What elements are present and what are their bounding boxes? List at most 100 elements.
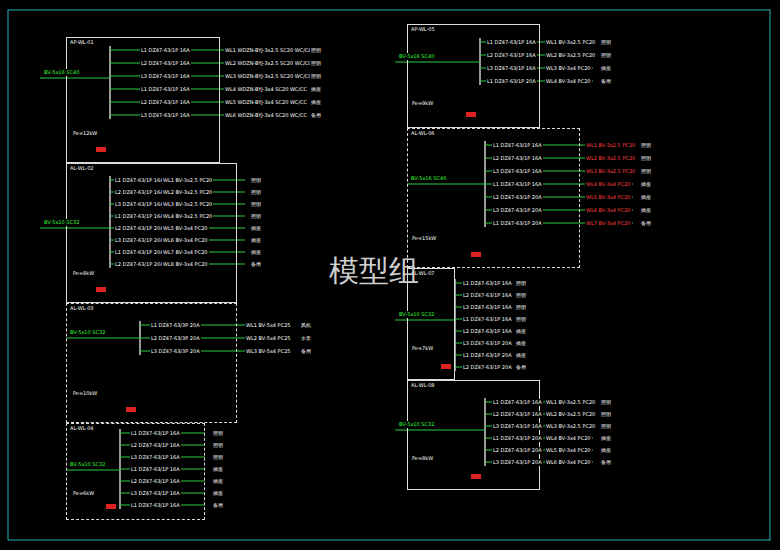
load-label: 照明 xyxy=(250,177,262,184)
panel-heading: AL-WL-06 xyxy=(411,131,435,136)
watermark: 模型组 xyxy=(328,254,420,288)
panel-heading: AL-WL-02 xyxy=(70,166,94,171)
incoming-feeder xyxy=(40,228,110,229)
incoming-feeder xyxy=(40,78,110,79)
breaker-label: L1 DZ47-63/1P 16A xyxy=(486,39,537,46)
breaker-label: L1 DZ47-63/1P 16A xyxy=(140,86,191,93)
feeder-label: BV-5x16 SC40 xyxy=(410,175,447,182)
load-label: 照明 xyxy=(640,168,652,175)
load-label: 照明 xyxy=(600,39,612,46)
load-label: 照明 xyxy=(515,304,527,311)
breaker-label: L1 DZ47-63/1P 20A xyxy=(114,249,165,256)
cable-label: WL5 BV-3x4 PC20 xyxy=(545,447,592,454)
cable-label: WL3 BV-3x2.5 PC20 xyxy=(162,201,213,208)
load-label: 插座 xyxy=(250,225,262,232)
cable-label: WL3 WDZN-BYJ-3x2.5 SC20 WC/CC xyxy=(224,73,313,80)
breaker-label: L1 DZ47-63/1P 16A xyxy=(114,177,165,184)
cable-label: WL2 BV-3x2.5 PC20 xyxy=(545,411,596,418)
breaker-label: L2 DZ47-63/1P 16A xyxy=(130,478,181,485)
incoming-feeder xyxy=(66,338,140,339)
breaker-label: L1 DZ47-63/1P 16A xyxy=(130,430,181,437)
breaker-label: L2 DZ47-63/1P 16A xyxy=(140,99,191,106)
breaker-label: L2 DZ47-63/1P 20A xyxy=(462,364,513,371)
cable-label: WL1 BV-3x2.5 PC20 xyxy=(162,177,213,184)
load-label: 水泵 xyxy=(300,335,312,342)
distribution-panel: AL-WL-02 xyxy=(66,163,237,303)
load-label: 照明 xyxy=(515,280,527,287)
cable-label: WL2 BV-3x2.5 PC20 xyxy=(545,52,596,59)
cable-label: WL4 WDZN-BYJ-3x4 SC20 WC/CC xyxy=(224,86,308,93)
breaker-label: L1 DZ47-63/1P 16A xyxy=(140,47,191,54)
cable-label: WL3 BV-5x4 PC25 xyxy=(245,348,292,355)
breaker-label: L1 DZ47-63/1P 16A xyxy=(492,399,543,406)
breaker-label: L2 DZ47-63/1P 20A xyxy=(492,194,543,201)
load-label: 照明 xyxy=(600,52,612,59)
cable-label: WL3 BV-3x2.5 PC20 xyxy=(545,423,596,430)
incoming-feeder xyxy=(395,320,455,321)
breaker-label: L3 DZ47-63/1P 20A xyxy=(114,237,165,244)
cable-label: WL2 BV-3x2.5 PC20 xyxy=(162,189,213,196)
incoming-feeder xyxy=(407,184,485,185)
load-note: Pe=9kW xyxy=(411,100,434,107)
cable-label: WL6 BV-3x4 PC20 xyxy=(545,459,592,466)
load-label: 插座 xyxy=(212,490,224,497)
load-label: 插座 xyxy=(310,99,322,106)
load-label: 插座 xyxy=(212,478,224,485)
load-label: 插座 xyxy=(600,65,612,72)
cable-label: WL2 WDZN-BYJ-3x2.5 SC20 WC/CC xyxy=(224,60,313,67)
breaker-label: L2 DZ47-63/1P 20A xyxy=(114,225,165,232)
load-label: 照明 xyxy=(640,142,652,149)
cable-label: WL4 BV-3x2.5 PC20 xyxy=(162,213,213,220)
load-note: Pe=12kW xyxy=(72,130,98,137)
load-label: 备用 xyxy=(310,112,322,119)
breaker-label: L3 DZ47-63/1P 16A xyxy=(140,112,191,119)
spd-device-symbol xyxy=(471,474,481,479)
busbar xyxy=(484,398,485,466)
feeder-label: BV-5x16 SC40 xyxy=(43,69,80,76)
cable-label: WL3 BV-3x2.5 PC20 xyxy=(585,168,636,175)
cable-label: WL6 BV-3x4 PC20 xyxy=(162,237,209,244)
cable-label: WL3 BV-3x4 PC20 xyxy=(545,65,592,72)
breaker-label: L2 DZ47-63/1P 16A xyxy=(130,442,181,449)
cable-label: WL5 WDZN-BYJ-3x4 SC20 WC/CC xyxy=(224,99,308,106)
cable-label: WL4 BV-3x4 PC20 xyxy=(545,78,592,85)
breaker-label: L1 DZ47-63/1P 20A xyxy=(486,78,537,85)
panel-heading: AL-WL-04 xyxy=(70,426,94,431)
cable-label: WL1 WDZN-BYJ-3x2.5 SC20 WC/CC xyxy=(224,47,313,54)
load-label: 备用 xyxy=(212,502,224,509)
load-note: Pe=8kW xyxy=(411,455,434,462)
load-label: 照明 xyxy=(310,60,322,67)
breaker-label: L1 DZ47-63/1P 16A xyxy=(462,316,513,323)
load-label: 照明 xyxy=(600,399,612,406)
breaker-label: L1 DZ47-63/1P 20A xyxy=(492,220,543,227)
breaker-label: L1 DZ47-63/1P 20A xyxy=(462,352,513,359)
feeder-label: BV-5x16 SC40 xyxy=(398,53,435,60)
panel-heading: AL-WL-03 xyxy=(70,306,94,311)
cable-label: WL1 BV-3x2.5 PC20 xyxy=(585,142,636,149)
load-label: 备用 xyxy=(250,261,262,268)
load-label: 备用 xyxy=(515,364,527,371)
load-note: Pe=7kW xyxy=(411,345,434,352)
load-note: Pe=15kW xyxy=(411,235,437,242)
load-label: 备用 xyxy=(600,78,612,85)
load-label: 照明 xyxy=(310,47,322,54)
load-label: 备用 xyxy=(600,459,612,466)
spd-device-symbol xyxy=(106,504,116,509)
incoming-feeder xyxy=(66,470,120,471)
cable-label: WL6 BV-3x4 PC20 xyxy=(585,207,632,214)
load-label: 风机 xyxy=(300,322,312,329)
cable-label: WL5 BV-3x4 PC20 xyxy=(585,194,632,201)
breaker-label: L3 DZ47-63/1P 20A xyxy=(492,459,543,466)
cable-label: WL4 BV-3x4 PC20 xyxy=(545,435,592,442)
load-label: 插座 xyxy=(600,435,612,442)
breaker-label: L2 DZ47-63/1P 20A xyxy=(114,261,165,268)
breaker-label: L3 DZ47-63/1P 16A xyxy=(492,423,543,430)
spd-device-symbol xyxy=(126,407,136,412)
breaker-label: L1 DZ47-63/1P 16A xyxy=(492,181,543,188)
cable-label: WL1 BV-5x4 PC25 xyxy=(245,322,292,329)
load-label: 照明 xyxy=(600,411,612,418)
cable-label: WL8 BV-3x4 PC20 xyxy=(162,261,209,268)
breaker-label: L1 DZ47-63/1P 20A xyxy=(492,435,543,442)
load-note: Pe=8kW xyxy=(72,270,95,277)
breaker-label: L3 DZ47-63/1P 16A xyxy=(130,454,181,461)
